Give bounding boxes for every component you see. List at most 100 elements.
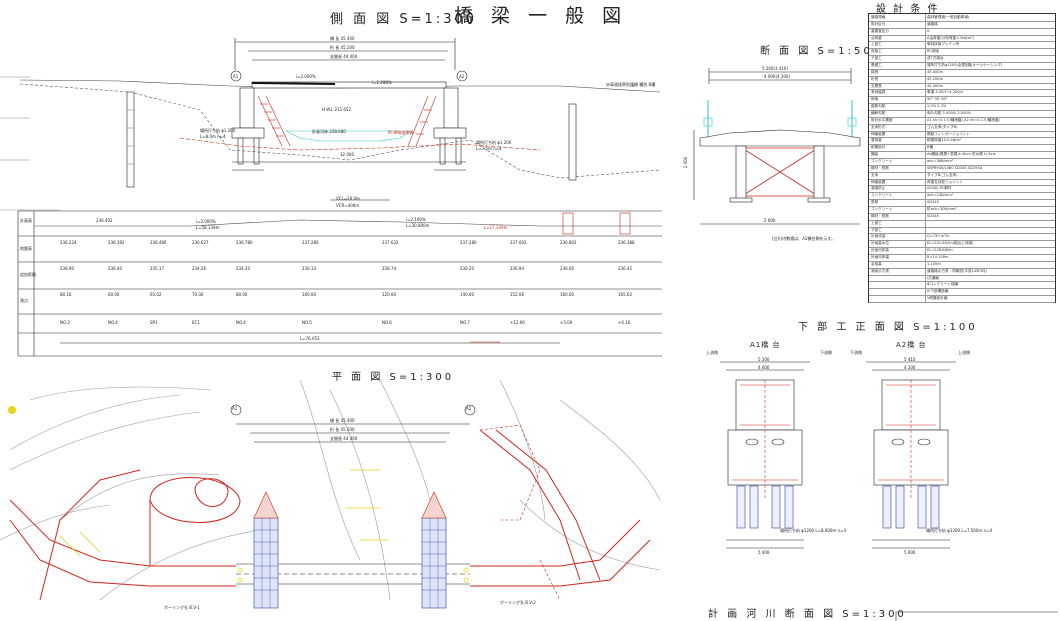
condition-key: 落橋防止 bbox=[871, 186, 886, 191]
a2-marker: A2 bbox=[459, 74, 465, 79]
conditions-title: 設 計 条 件 bbox=[876, 4, 940, 15]
main-title: 橋 梁 一 般 図 bbox=[454, 5, 628, 27]
condition-value: SS400 PC鋼材 bbox=[927, 186, 952, 191]
condition-key: 適用示方書 bbox=[871, 268, 889, 273]
profile-cell: 236.42 bbox=[618, 266, 632, 271]
condition-value: 45.200m bbox=[927, 76, 944, 81]
condition-key: コンクリート bbox=[871, 193, 893, 198]
condition-value: 積雪荷重10.0 kN/m² bbox=[927, 138, 962, 143]
cross-section bbox=[693, 68, 861, 225]
grade-left: i=2.000% bbox=[296, 74, 316, 79]
condition-row: 下部工 bbox=[869, 227, 1055, 235]
condition-key: 活荷重 bbox=[871, 35, 882, 40]
condition-value: SBPR930/1080 SD345 SD295A bbox=[927, 165, 983, 170]
condition-row: 上部工 bbox=[869, 220, 1055, 228]
condition-value: RC床版 bbox=[927, 49, 940, 54]
profile-curve: L=76.053 bbox=[300, 336, 320, 341]
a2-upstream: 上流側 bbox=[958, 350, 970, 355]
condition-row: Ⅲコンクリート橋編 bbox=[869, 281, 1055, 290]
condition-value: 鋼製フィンガージョイント bbox=[927, 131, 970, 136]
profile-cell: 152.06 bbox=[510, 292, 524, 297]
profile-table-frame bbox=[17, 199, 662, 357]
condition-value: SD345 bbox=[927, 213, 939, 218]
a2-width: 5 410 bbox=[904, 357, 916, 362]
condition-key: 雪荷重 bbox=[871, 138, 882, 143]
hwl-label: H.W.L 231.652 bbox=[322, 107, 352, 112]
profile-cell: +12.06 bbox=[510, 320, 525, 325]
span-bottom-dim: 32 000 bbox=[340, 152, 354, 157]
profile-cell: 234.26 bbox=[192, 266, 206, 271]
condition-key: 余裕高 bbox=[871, 261, 882, 266]
profile-cell: +4.16 bbox=[618, 320, 631, 325]
condition-row: Ⅰ共通編 bbox=[869, 275, 1055, 283]
condition-value: 2.0% 2.3% bbox=[927, 104, 947, 109]
condition-key: 縦断勾配 bbox=[871, 104, 886, 109]
plan-a2-marker: A2 bbox=[466, 406, 472, 411]
condition-key: 上部工 bbox=[871, 42, 882, 47]
condition-value: Q=720 m³/s bbox=[927, 234, 949, 239]
profile-cell: SP1 bbox=[150, 320, 158, 325]
plan-span-dim: 支間長 44 400 bbox=[330, 436, 358, 441]
profile-cell: 236.224 bbox=[60, 240, 77, 245]
condition-value: A bbox=[927, 28, 930, 33]
condition-row: コンクリート 杭σck=30N/mm² bbox=[869, 206, 1055, 214]
condition-key: コンクリート bbox=[871, 207, 893, 211]
profile-cell: NO.3 bbox=[60, 320, 70, 325]
condition-row: 道路規格森林管理道(一般自動車道) bbox=[869, 14, 1055, 22]
condition-key: 計画河床高 bbox=[871, 248, 889, 253]
condition-value: 45.400m bbox=[927, 69, 944, 74]
condition-value: 杭σck=30N/mm² bbox=[927, 207, 957, 211]
condition-value: Ⅴ耐震設計編 bbox=[927, 296, 948, 301]
condition-value: 1.100m bbox=[927, 261, 941, 266]
girder-length-dim: 桁 長 45 200 bbox=[330, 45, 355, 50]
profile-cell: 165.02 bbox=[618, 292, 632, 297]
bridge-length-dim: 橋 長 45 400 bbox=[330, 36, 355, 41]
condition-key: 上部工 bbox=[871, 220, 882, 225]
condition-value: 逆T式橋台 bbox=[927, 56, 944, 61]
condition-value: ゴム支承(タイプB) bbox=[927, 124, 958, 129]
condition-key: 舗装 bbox=[871, 152, 879, 157]
a1-title: A1橋 台 bbox=[750, 341, 781, 349]
condition-value: A活荷重(分布荷重1.0kN/m²) bbox=[927, 35, 975, 40]
condition-row: 伸縮装置鋼製フィンガージョイント bbox=[869, 131, 1055, 139]
a1-total: 5 400 bbox=[758, 550, 770, 555]
section-width-2: 4 000(4 200) bbox=[764, 74, 791, 79]
pile-a1-label: 場所打ち杭 φ1 200 bbox=[200, 128, 236, 133]
condition-value: Ⅳ下部構造編 bbox=[927, 289, 949, 294]
profile-cell: +5.00 bbox=[560, 320, 573, 325]
a2-downstream: 下流側 bbox=[850, 350, 862, 355]
profile-cell: 237.280 bbox=[460, 240, 477, 245]
profile-cell: 80.00 bbox=[236, 292, 248, 297]
substructure-title: 下 部 工 正 面 図 S=1:100 bbox=[798, 322, 978, 333]
grade-right: i=2.288% bbox=[372, 80, 392, 85]
profile-cell: 100.00 bbox=[302, 292, 316, 297]
condition-value: 場所打ち杭φ1200(全周回転オールケーシング) bbox=[927, 63, 1003, 67]
condition-row: 基礎工場所打ち杭φ1200(全周回転オールケーシング) bbox=[869, 62, 1055, 70]
condition-row: 落橋防止 SS400 PC鋼材 bbox=[869, 185, 1055, 194]
condition-value: 道路橋 bbox=[927, 21, 938, 26]
profile-cell: 236.802 bbox=[560, 240, 577, 245]
condition-key: 橋長 bbox=[871, 69, 879, 74]
a1-width-2: 4 600 bbox=[758, 365, 770, 370]
condition-key: 斜角 bbox=[871, 97, 879, 102]
section-note: (注)()内数値は、A2橋台側を示す。 bbox=[772, 236, 836, 241]
profile-cell: 236.388 bbox=[618, 240, 635, 245]
condition-row: 橋長 45.400m bbox=[869, 69, 1055, 77]
profile-row-label-0: 計画高 bbox=[20, 218, 32, 223]
condition-key: 床版工 bbox=[871, 49, 882, 54]
profile-cell: 236.90 bbox=[60, 266, 74, 271]
condition-value: A1 kh=0.17(Ⅰ種地盤) A2 kh=0.17(Ⅰ種地盤) bbox=[927, 117, 1000, 122]
profile-cell: NO.4 bbox=[236, 320, 246, 325]
condition-row: 活荷重 A活荷重(分布荷重1.0kN/m²) bbox=[869, 35, 1055, 43]
condition-value: EL=228.680m bbox=[927, 248, 953, 253]
profile-cell: 230.20 bbox=[460, 266, 474, 271]
a1-marker: A1 bbox=[233, 74, 239, 79]
condition-row: 横断勾配両片勾配 2.000% 2.000% bbox=[869, 110, 1055, 118]
profile-cell: 120.00 bbox=[382, 292, 396, 297]
